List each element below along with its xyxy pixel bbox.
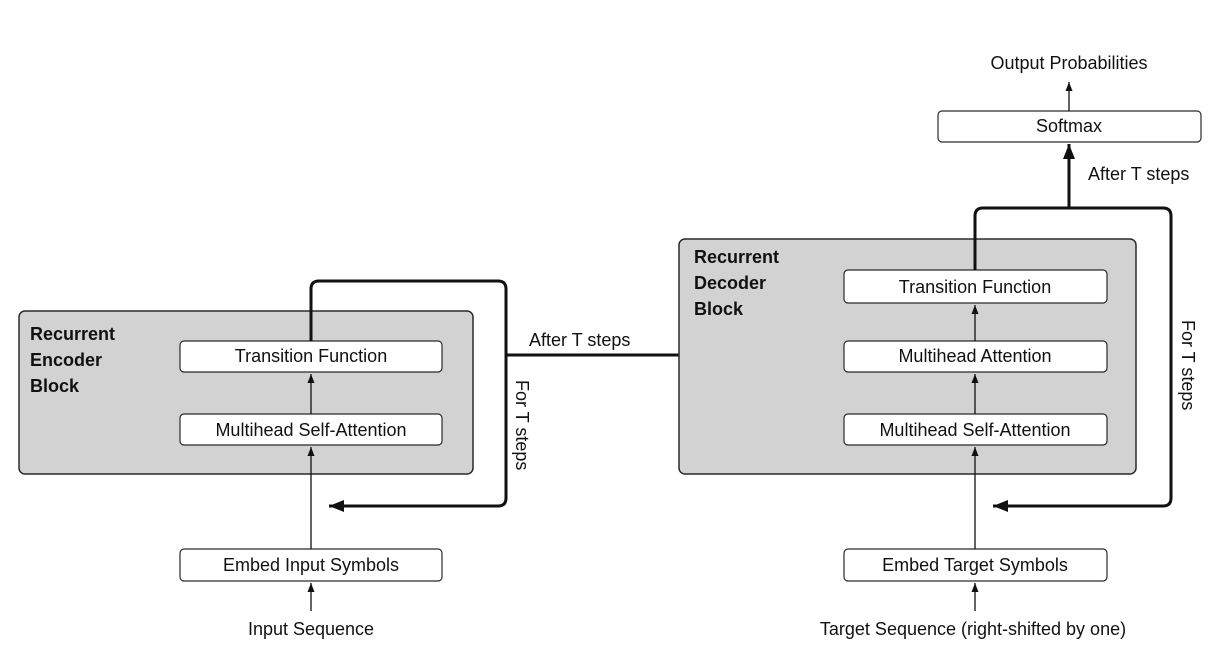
decoder-embed-label: Embed Target Symbols xyxy=(882,555,1068,575)
encoder-block-title-line-2: Encoder xyxy=(30,350,102,370)
decoder-transition-function-label: Transition Function xyxy=(899,277,1051,297)
encoder-recurrence-loop-arrow xyxy=(309,279,508,512)
bridge-after-t-steps-label: After T steps xyxy=(529,330,630,350)
decoder-target-sequence-label: Target Sequence (right-shifted by one) xyxy=(820,619,1126,639)
decoder-attention-label: Multihead Attention xyxy=(898,346,1051,366)
encoder-block-title-line-1: Recurrent xyxy=(30,324,115,344)
encoder-input-sequence-label: Input Sequence xyxy=(248,619,374,639)
softmax-label: Softmax xyxy=(1036,116,1102,136)
encoder-section: Recurrent Encoder Block Transition Funct… xyxy=(18,279,532,639)
output-section: After T steps Softmax Output Probabiliti… xyxy=(937,53,1202,208)
decoder-block-title-line-1: Recurrent xyxy=(694,247,779,267)
encoder-block-title-line-3: Block xyxy=(30,376,80,396)
output-probabilities-label: Output Probabilities xyxy=(990,53,1147,73)
encoder-embed-label: Embed Input Symbols xyxy=(223,555,399,575)
encoder-transition-function-label: Transition Function xyxy=(235,346,387,366)
decoder-block-title-line-2: Decoder xyxy=(694,273,766,293)
encoder-loop-label: For T steps xyxy=(512,380,532,470)
encoder-self-attention-label: Multihead Self-Attention xyxy=(215,420,406,440)
decoder-self-attention-label: Multihead Self-Attention xyxy=(879,420,1070,440)
output-after-t-steps-label: After T steps xyxy=(1088,164,1189,184)
decoder-recurrence-loop-arrow xyxy=(973,206,1173,512)
decoder-block-title-line-3: Block xyxy=(694,299,744,319)
decoder-loop-label: For T steps xyxy=(1178,320,1198,410)
decoder-section: Recurrent Decoder Block Transition Funct… xyxy=(678,206,1198,639)
